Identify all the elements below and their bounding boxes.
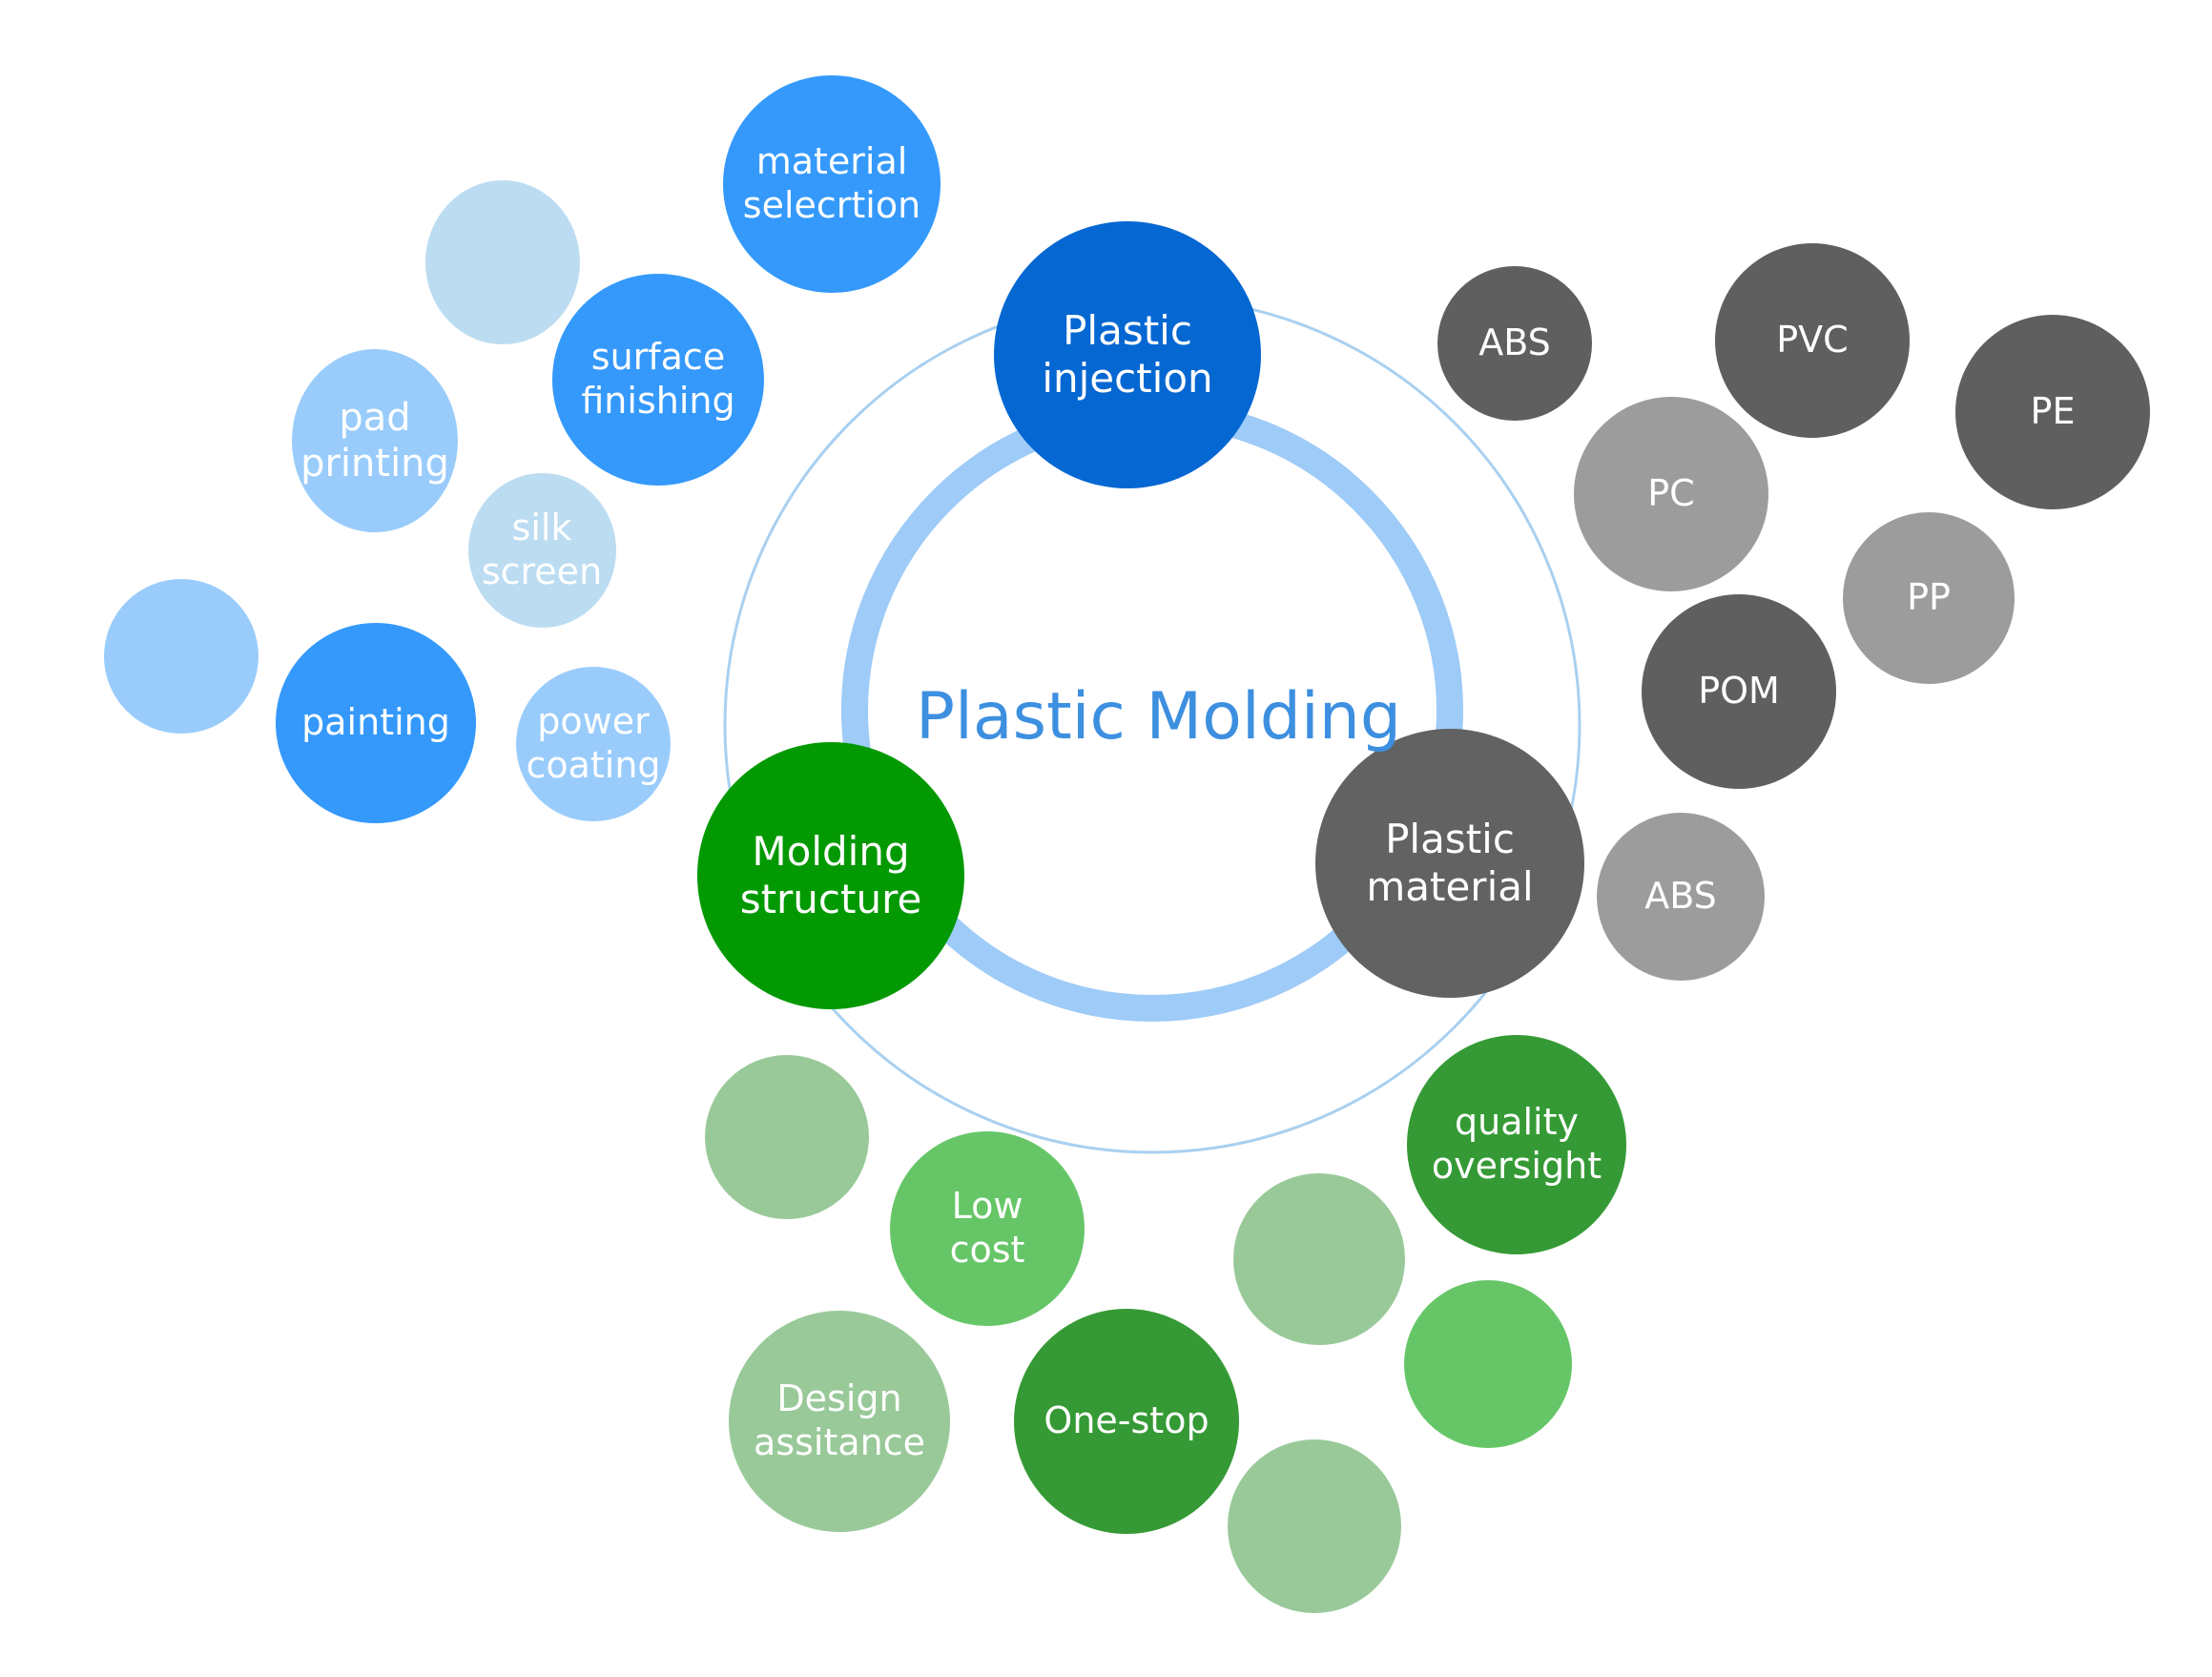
bubble-label-line: finishing (581, 380, 735, 422)
bubble-label-line: oversight (1431, 1145, 1602, 1187)
bubble-label-line: power (537, 700, 650, 743)
bubble-blank-green-4 (1228, 1439, 1401, 1613)
bubble-label-line: material (755, 140, 908, 183)
bubble-label-line: PP (1907, 576, 1951, 619)
bubble-label-line: assitance (754, 1421, 925, 1463)
bubble-label-line: Low (951, 1185, 1023, 1228)
bubble-label-line: ABS (1644, 875, 1717, 918)
bubble-pe: PE (1955, 315, 2150, 509)
bubble-label-line: cost (949, 1229, 1025, 1271)
bubble-label-line: structure (739, 876, 922, 922)
bubble-blank-blue-2 (104, 579, 258, 734)
bubble-label-line: Plastic (1385, 815, 1515, 862)
bubble-abs-top: ABS (1437, 266, 1592, 421)
bubble-label-line: injection (1042, 355, 1213, 402)
bubble-pvc: PVC (1715, 243, 1910, 438)
bubble-pc: PC (1574, 397, 1768, 591)
bubble-label-line: Design (776, 1377, 902, 1420)
bubble-label-line: POM (1698, 670, 1780, 713)
bubble-label-line: material (1366, 863, 1534, 910)
bubble-blank-blue-1 (425, 180, 580, 344)
bubble-label-line: silk (511, 507, 572, 549)
diagram-title: Plastic Molding (916, 679, 1402, 755)
bubble-label-line: PVC (1776, 319, 1849, 362)
bubble-one-stop: One-stop (1014, 1309, 1239, 1534)
bubble-pom: POM (1642, 594, 1836, 789)
bubble-label-line: pad (339, 396, 411, 440)
bubble-label-line: painting (301, 701, 450, 744)
bubble-label-line: screen (481, 550, 603, 592)
bubble-label-line: One-stop (1044, 1399, 1209, 1442)
bubble-abs-bottom: ABS (1597, 813, 1765, 981)
bubble-label-line: coating (526, 744, 661, 786)
bubble-label-line: ABS (1478, 321, 1551, 364)
bubble-blank-green-2 (1233, 1173, 1405, 1345)
bubble-blank-green-3 (1404, 1280, 1572, 1448)
bubble-blank-green-1 (705, 1055, 869, 1219)
bubble-label-line: PE (2030, 390, 2076, 433)
bubble-painting: painting (276, 623, 476, 823)
bubble-label-line: Molding (752, 827, 910, 875)
bubble-label-line: selecrtion (742, 184, 921, 226)
bubble-pp: PP (1843, 512, 2015, 684)
bubble-label-line: PC (1647, 472, 1695, 515)
bubble-label-line: quality (1455, 1101, 1579, 1144)
bubble-label-line: surface (590, 336, 726, 379)
bubble-label-line: Plastic (1063, 306, 1192, 354)
bubble-label-line: printing (300, 442, 449, 486)
